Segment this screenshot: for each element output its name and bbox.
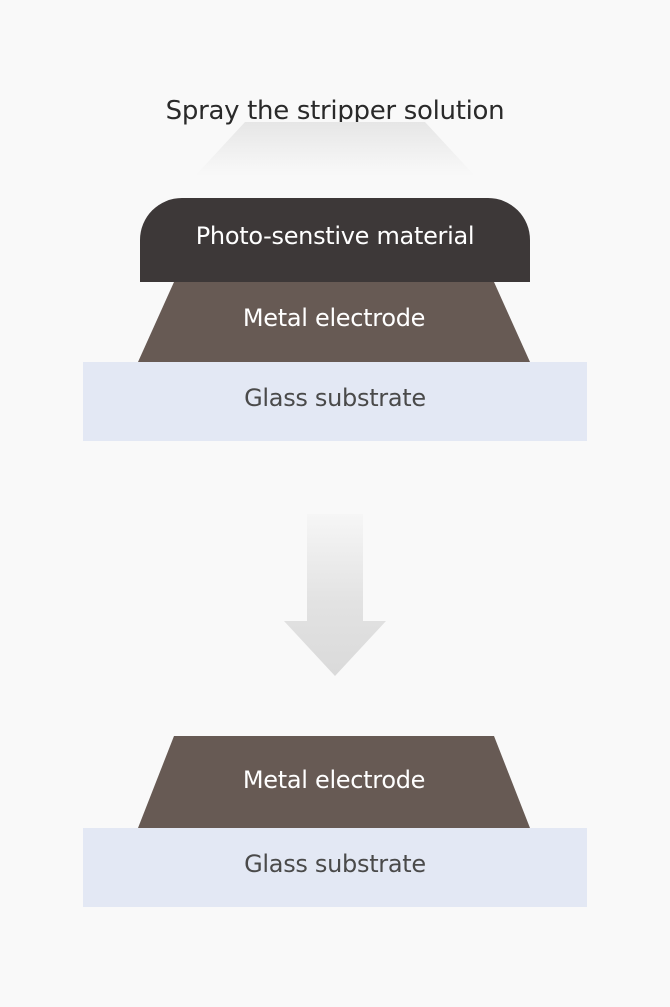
metal-electrode-shape [138, 736, 530, 828]
photo-sensitive-layer-label: Photo-senstive material [195, 222, 475, 250]
glass-substrate-label-before: Glass substrate [244, 384, 426, 412]
metal-electrode-label-before: Metal electrode [242, 304, 426, 332]
down-arrow-icon [284, 514, 386, 676]
step-title: Spray the stripper solution [165, 96, 505, 126]
spray-cone [195, 122, 475, 176]
metal-electrode-label-after: Metal electrode [242, 766, 426, 794]
glass-substrate-layer-after: Glass substrate [83, 828, 587, 907]
glass-substrate-label-after: Glass substrate [244, 850, 426, 878]
metal-electrode-layer-after: Metal electrode [138, 736, 530, 828]
metal-electrode-shape [138, 282, 530, 362]
glass-substrate-layer-before: Glass substrate [83, 362, 587, 441]
metal-electrode-layer-before: Metal electrode [138, 282, 530, 362]
photo-sensitive-layer: Photo-senstive material [140, 198, 530, 282]
